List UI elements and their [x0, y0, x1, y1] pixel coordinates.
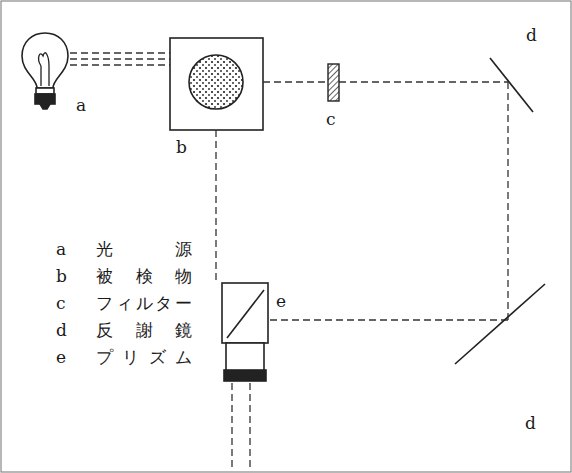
eyepiece: [224, 343, 266, 381]
mirror: [455, 284, 545, 364]
legend-term: 光源: [96, 240, 192, 259]
legend-letter: c: [56, 294, 66, 313]
prism-housing: [222, 283, 268, 343]
legend-term: 反謝鏡: [96, 321, 192, 340]
part-letter: c: [326, 110, 336, 129]
light-beam: [70, 53, 170, 65]
legend-letter: a: [56, 240, 66, 259]
light-bulb: [22, 33, 68, 109]
legend-letter: d: [56, 321, 67, 340]
specimen-box: [170, 38, 263, 130]
part-letter: a: [76, 96, 86, 115]
legend-term: プリズム: [96, 348, 192, 367]
part-letter: b: [176, 138, 187, 157]
legend-term: フィルター: [96, 294, 192, 313]
mirror: [490, 58, 533, 112]
legend-letter: e: [56, 348, 66, 367]
specimen-sample: [189, 55, 243, 109]
filter: [328, 64, 339, 101]
part-letter: d: [525, 414, 536, 433]
part-letter: d: [526, 26, 537, 45]
legend-term: 被検物: [96, 267, 192, 286]
part-letter: e: [276, 292, 286, 311]
prism: [227, 290, 264, 338]
legend-letter: b: [56, 267, 67, 286]
light-path: [216, 82, 508, 470]
